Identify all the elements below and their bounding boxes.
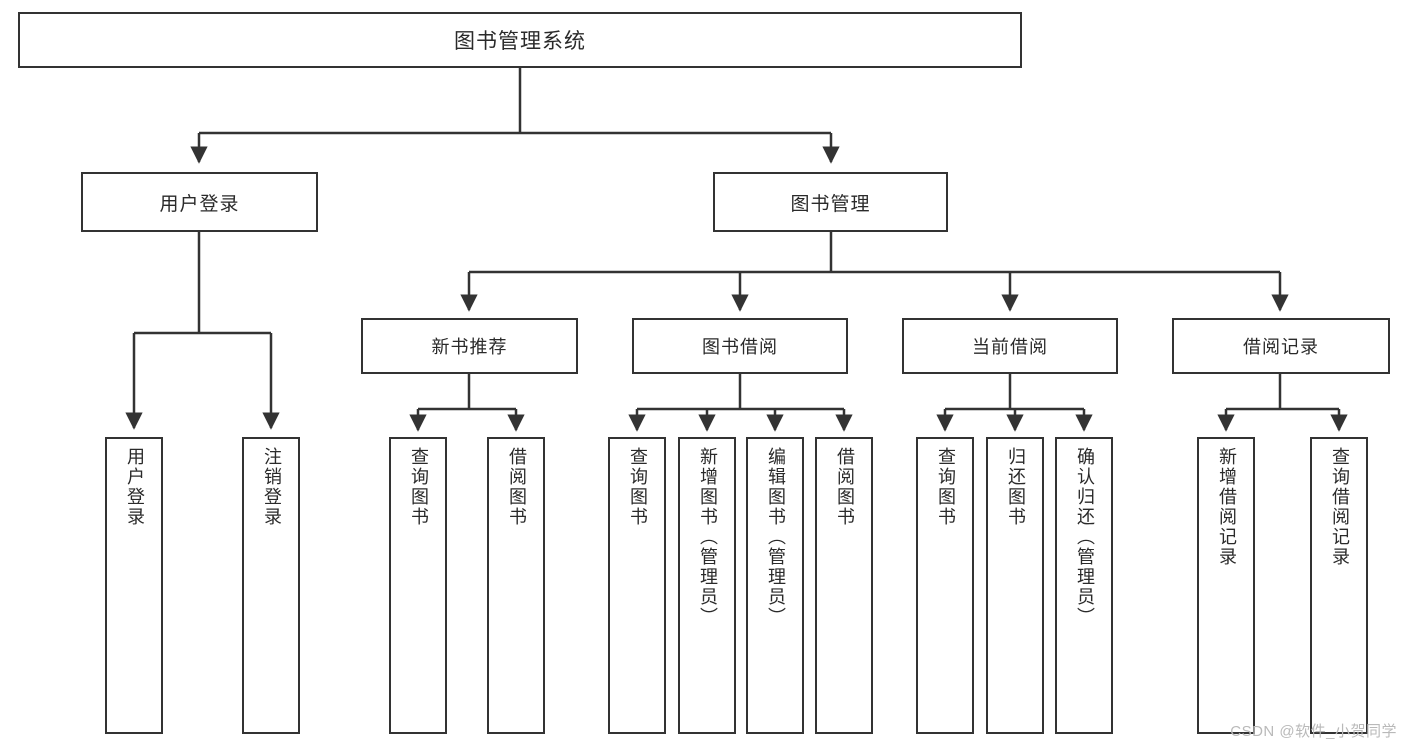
node-book-management-label: 图书管理 xyxy=(790,193,871,215)
leaf-logout-label: 注销登录 xyxy=(261,447,282,527)
node-user-login[interactable]: 用户登录 xyxy=(81,172,318,232)
leaf-borrow-book-label: 借阅图书 xyxy=(834,447,855,527)
node-root-label: 图书管理系统 xyxy=(454,30,586,53)
leaf-confirm-return-admin-label: 确认归还（管理员） xyxy=(1074,447,1095,627)
leaf-add-borrow-record-label: 新增借阅记录 xyxy=(1216,447,1237,567)
leaf-query-borrow-record-label: 查询借阅记录 xyxy=(1329,447,1350,567)
node-borrow-record[interactable]: 借阅记录 xyxy=(1172,318,1390,374)
leaf-add-book-admin-label: 新增图书（管理员） xyxy=(697,447,718,627)
node-book-management[interactable]: 图书管理 xyxy=(713,172,948,232)
leaf-query-book-borrow-label: 查询图书 xyxy=(627,447,648,527)
leaf-return-book-label: 归还图书 xyxy=(1005,447,1026,527)
leaf-query-book-recommend[interactable]: 查询图书 xyxy=(389,437,447,734)
leaf-add-borrow-record[interactable]: 新增借阅记录 xyxy=(1197,437,1255,734)
node-new-book-recommend[interactable]: 新书推荐 xyxy=(361,318,578,374)
node-book-borrow-label: 图书借阅 xyxy=(702,337,778,357)
node-user-login-label: 用户登录 xyxy=(159,193,240,215)
node-book-borrow[interactable]: 图书借阅 xyxy=(632,318,848,374)
leaf-edit-book-admin-label: 编辑图书（管理员） xyxy=(765,447,786,627)
leaf-user-login-label: 用户登录 xyxy=(124,447,145,527)
leaf-query-book-current[interactable]: 查询图书 xyxy=(916,437,974,734)
leaf-query-book-borrow[interactable]: 查询图书 xyxy=(608,437,666,734)
node-borrow-record-label: 借阅记录 xyxy=(1243,337,1319,357)
leaf-borrow-book-recommend-label: 借阅图书 xyxy=(506,447,527,527)
leaf-edit-book-admin[interactable]: 编辑图书（管理员） xyxy=(746,437,804,734)
leaf-user-login[interactable]: 用户登录 xyxy=(105,437,163,734)
node-root[interactable]: 图书管理系统 xyxy=(18,12,1022,68)
watermark: CSDN @软件_小贺同学 xyxy=(1230,723,1397,740)
leaf-borrow-book-recommend[interactable]: 借阅图书 xyxy=(487,437,545,734)
leaf-add-book-admin[interactable]: 新增图书（管理员） xyxy=(678,437,736,734)
leaf-borrow-book[interactable]: 借阅图书 xyxy=(815,437,873,734)
leaf-query-borrow-record[interactable]: 查询借阅记录 xyxy=(1310,437,1368,734)
node-new-book-recommend-label: 新书推荐 xyxy=(431,337,508,357)
leaf-query-book-recommend-label: 查询图书 xyxy=(408,447,429,527)
leaf-logout[interactable]: 注销登录 xyxy=(242,437,300,734)
leaf-confirm-return-admin[interactable]: 确认归还（管理员） xyxy=(1055,437,1113,734)
node-current-borrow-label: 当前借阅 xyxy=(972,337,1048,357)
leaf-return-book[interactable]: 归还图书 xyxy=(986,437,1044,734)
leaf-query-book-current-label: 查询图书 xyxy=(935,447,956,527)
node-current-borrow[interactable]: 当前借阅 xyxy=(902,318,1118,374)
